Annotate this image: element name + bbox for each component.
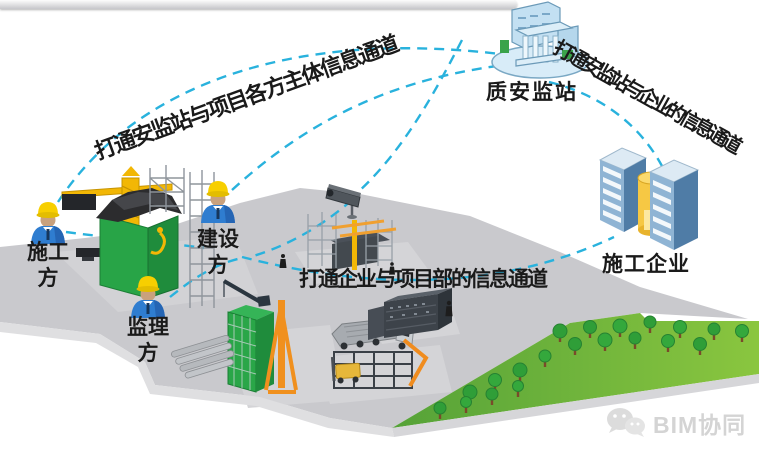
cctv-camera-icon [325,184,361,219]
connection-station-camera [355,39,464,195]
modular-building-icon [368,288,452,340]
tiny-people [279,254,453,317]
label-constructor: 施工方 [27,241,69,291]
trees [433,315,749,419]
connection-station-enterprise [548,80,664,167]
forklift-icon [330,356,361,384]
label-client: 建设方 [197,228,239,278]
crane-hook-emblem [150,227,166,255]
top-divider-bar [0,0,517,9]
label-construction-enterprise: 施工企业 [602,253,690,276]
worker-constructor-icon [31,202,65,244]
scaffolding [149,165,215,308]
connection-arc-lower [231,64,498,191]
center-site [307,212,397,270]
chat-bubbles-icon [607,408,645,437]
worker-client-icon [201,181,235,223]
server-racks-icon [598,147,700,250]
worker-supervisor-icon [131,276,165,318]
green-building-icon [96,188,182,299]
watermark-text: BIM协同 [653,412,747,438]
pipe-stack-icon [171,334,235,379]
label-supervisor: 监理方 [127,316,169,366]
tall-tower-icon [222,279,298,394]
label-channel-enterprise-project: 打通企业与项目部的信息通道 [299,268,548,291]
bim-watermark: BIM协同 [604,405,746,441]
label-qa-station: 质安监站 [486,81,578,104]
connection-supervisor-junction [169,256,243,298]
connection-arc-upper [56,47,501,203]
concrete-boom-icon [264,300,298,394]
connection-camera-junction [249,199,353,259]
government-building-icon [491,1,589,79]
